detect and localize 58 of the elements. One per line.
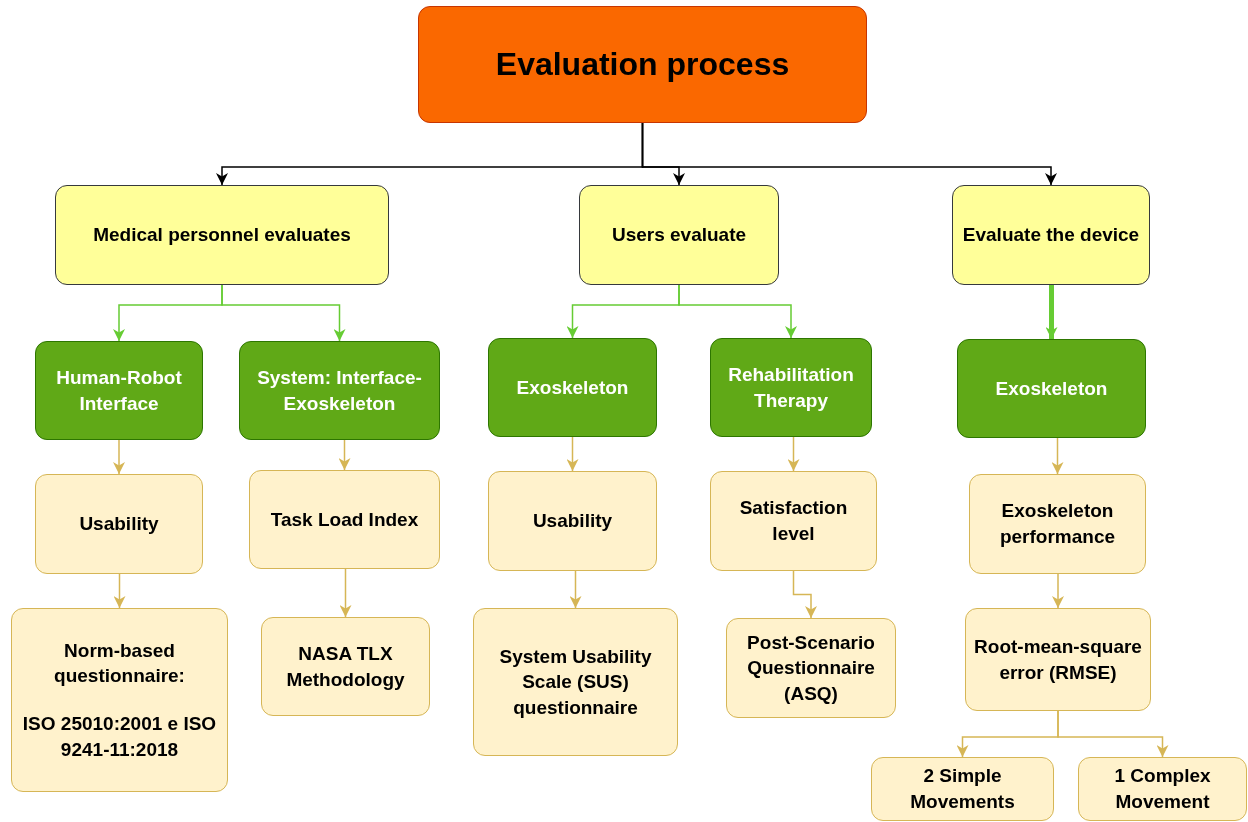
node-label: 2 Simple Movements bbox=[909, 764, 1016, 814]
node-label: Evaluation process bbox=[495, 44, 790, 84]
arrow bbox=[678, 284, 797, 339]
subject-box bbox=[35, 341, 203, 440]
method-box bbox=[726, 618, 896, 718]
method-box bbox=[969, 474, 1146, 574]
node-label: Medical personnel evaluates bbox=[93, 223, 351, 248]
node-label: Norm-based questionnaire: bbox=[53, 638, 186, 689]
method-box bbox=[473, 608, 678, 756]
title-box bbox=[418, 6, 867, 123]
arrow bbox=[339, 568, 352, 618]
method-box bbox=[965, 608, 1151, 711]
node-label: Exoskeleton bbox=[995, 376, 1108, 401]
node-label: NASA TLX Methodology bbox=[285, 641, 406, 692]
node-label: Usability bbox=[79, 512, 159, 537]
node-label: Evaluate the device bbox=[962, 223, 1140, 248]
arrow bbox=[338, 439, 351, 471]
node-label: Task Load Index bbox=[270, 507, 419, 532]
arrow bbox=[221, 284, 346, 342]
arrow bbox=[1051, 437, 1064, 475]
node-label: Post-Scenario Questionnaire (ASQ) bbox=[746, 630, 876, 706]
method-box bbox=[710, 471, 877, 571]
node-label: System Usability Scale (SUS) questionnaire bbox=[498, 644, 653, 720]
method-box bbox=[11, 608, 228, 792]
node-label: Exoskeleton bbox=[516, 375, 629, 400]
method-box bbox=[488, 471, 657, 571]
method-box bbox=[249, 470, 440, 569]
node-label: System: Interface-Exoskeleton bbox=[256, 365, 423, 416]
arrow bbox=[1052, 573, 1064, 609]
method-box bbox=[35, 474, 203, 574]
category-box bbox=[579, 185, 779, 285]
method-box bbox=[871, 757, 1054, 821]
subject-box bbox=[957, 339, 1146, 438]
node-label: Human-Robot Interface bbox=[55, 365, 183, 416]
method-box bbox=[1078, 757, 1247, 821]
arrow bbox=[1057, 710, 1169, 758]
node-label: Root-mean-square error (RMSE) bbox=[974, 634, 1142, 685]
node-label: ISO 25010:2001 e ISO 9241-11:2018 bbox=[21, 712, 218, 762]
method-box bbox=[261, 617, 430, 716]
node-label: Users evaluate bbox=[611, 223, 747, 248]
subject-box bbox=[239, 341, 440, 440]
arrow bbox=[113, 439, 125, 475]
arrow bbox=[566, 436, 579, 472]
arrow bbox=[1045, 285, 1058, 339]
arrow bbox=[569, 570, 582, 609]
arrow bbox=[787, 436, 800, 472]
node-label: Satisfaction level bbox=[738, 496, 849, 546]
subject-box bbox=[710, 338, 872, 437]
arrow bbox=[792, 570, 817, 619]
node-label: Exoskeleton performance bbox=[998, 499, 1117, 549]
subject-box bbox=[488, 338, 657, 437]
arrow bbox=[641, 122, 1057, 186]
node-label: Rehabilitation Therapy bbox=[727, 362, 855, 413]
arrow bbox=[113, 573, 126, 609]
node-label: 1 Complex Movement bbox=[1113, 764, 1212, 814]
node-label: Usability bbox=[532, 509, 613, 534]
category-box bbox=[55, 185, 389, 285]
category-box bbox=[952, 185, 1150, 285]
